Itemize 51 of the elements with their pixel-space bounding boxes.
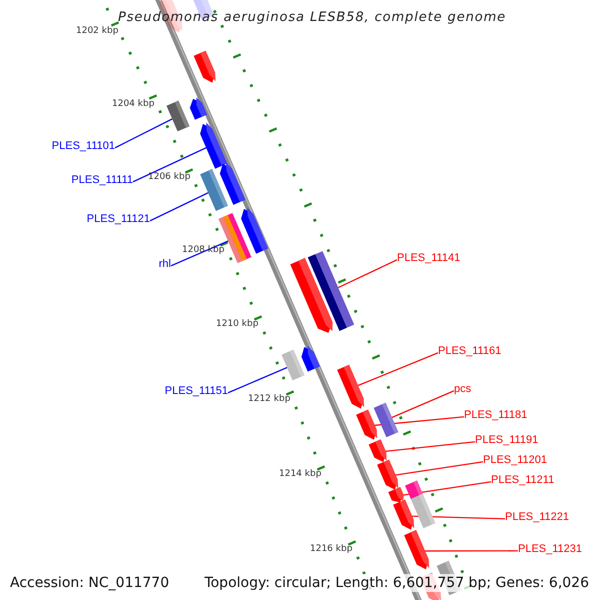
- gene-bar: [282, 350, 304, 380]
- leader-line: [403, 481, 492, 496]
- leader-line: [385, 441, 476, 452]
- gene-block: [404, 530, 430, 570]
- gene-block: [200, 122, 228, 169]
- leader-line: [395, 461, 484, 476]
- footer-text: Accession: NC_011770: [9, 574, 170, 592]
- gene-bar: [410, 494, 436, 528]
- gene-block: [194, 50, 216, 83]
- gene-block: [356, 410, 378, 440]
- gene-block: [290, 258, 333, 333]
- leader-line: [228, 366, 288, 394]
- scale-label: 1214 kbp: [279, 470, 322, 479]
- leader-line: [424, 550, 518, 552]
- gene-label: PLES_11161: [438, 346, 502, 357]
- scale-label: 1204 kbp: [112, 100, 154, 109]
- footer-text: Topology: circular; Length: 6,601,757 bp; Genes: 6,026: [203, 574, 590, 592]
- gene-label: PLES_11191: [475, 435, 538, 446]
- leader-line: [114, 118, 172, 148]
- scale-label: 1210 kbp: [216, 320, 258, 329]
- leader-line: [170, 240, 229, 266]
- gene-block: [377, 460, 398, 490]
- scale-label: 1216 kbp: [310, 545, 352, 554]
- scale-label: 1206 kbp: [148, 173, 190, 182]
- gene-bar: [200, 169, 228, 211]
- scale-label: 1208 kbp: [182, 246, 224, 255]
- gene-block: [337, 364, 364, 409]
- leader-line: [391, 390, 454, 418]
- leader-line: [358, 352, 438, 386]
- leader-line: [338, 259, 398, 288]
- gene-label: PLES_11211: [491, 475, 554, 486]
- gene-label: pcs: [454, 384, 472, 395]
- gene-block: [301, 346, 320, 372]
- gene-label: PLES_11181: [464, 410, 528, 421]
- leader-line: [132, 147, 207, 182]
- gene-label: PLES_11231: [518, 544, 582, 555]
- gene-label: PLES_11141: [397, 253, 460, 264]
- gene-block: [388, 487, 404, 502]
- gene-label: PLES_11201: [483, 455, 548, 466]
- gene-bar: [374, 402, 398, 438]
- gene-block: [190, 97, 207, 120]
- gene-label: rhl: [158, 259, 171, 270]
- gene-label: PLES_11151: [164, 386, 228, 397]
- gene-label: PLES_11101: [52, 141, 115, 152]
- gene-label: PLES_11221: [505, 512, 570, 523]
- scale-label: 1202 kbp: [76, 27, 118, 36]
- scale-label: 1212 kbp: [248, 395, 290, 404]
- gene-label: PLES_11111: [71, 175, 133, 186]
- gene-block: [368, 439, 387, 462]
- leader-line: [150, 192, 209, 222]
- gene-label: PLES_11121: [86, 214, 150, 225]
